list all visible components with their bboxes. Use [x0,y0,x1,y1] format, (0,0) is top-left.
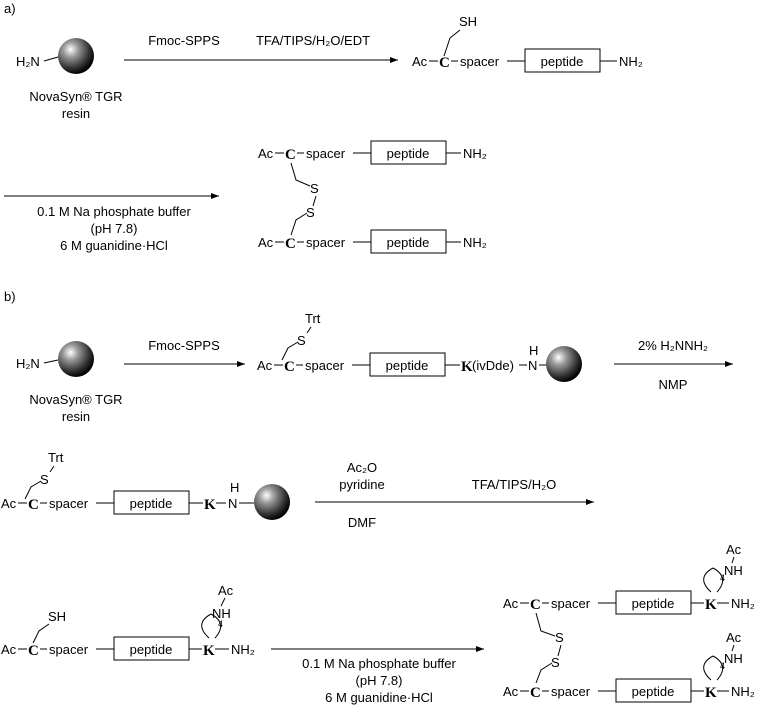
dimer-bottom-peptide: peptide [387,235,430,250]
row4-side-nh: NH [212,606,231,621]
final-bottom-spacer: spacer [551,684,591,699]
b-ph-condition: (pH 7.8) [356,673,403,688]
resin-peptide-acetyl: Ac [257,358,273,373]
row3-carbon: C [28,497,39,513]
final-top-lysine: K [705,597,717,613]
resin-name: NovaSyn® TGR [29,89,122,104]
row4-thiol: SH [48,609,66,624]
final-top-spacer: spacer [551,596,591,611]
final-disulfide-s2: S [551,655,560,670]
final-top-peptide: peptide [632,596,675,611]
final-disulfide-s1: S [555,630,564,645]
final-top-side-nh: NH [724,563,743,578]
resin-word: resin [62,106,90,121]
peptide-box-label: peptide [541,54,584,69]
section-a-label: a) [4,1,16,16]
resin-b2-bead [546,346,582,382]
step-spps: Fmoc-SPPS [148,33,220,48]
row4-carbon: C [28,643,39,659]
section-b: b) H₂N NovaSyn® TGR resin Fmoc-SPPS Trt … [1,289,755,705]
resin-amine: H₂N [16,54,40,69]
lysine-ivdde: K [461,359,473,375]
final-top-carbon: C [530,597,541,613]
amide-terminus: NH₂ [619,54,643,69]
dimer-bottom-amide: NH₂ [463,235,487,250]
row3-acetyl: Ac [1,496,17,511]
pyridine-reagent: pyridine [339,477,385,492]
dimer-bottom-carbon: C [285,236,296,252]
row4-peptide: peptide [130,642,173,657]
b-guanidine-condition: 6 M guanidine·HCl [325,690,433,705]
row4-side-acetyl: Ac [218,583,234,598]
guanidine-condition: 6 M guanidine·HCl [60,238,168,253]
disulfide-s2: S [306,205,315,220]
spacer-label: spacer [460,54,500,69]
final-bottom-side-acetyl: Ac [726,630,742,645]
row3-spacer: spacer [49,496,89,511]
row4-chain-length: 4 [218,619,223,629]
resin-nh-h: H [529,343,538,358]
nmp-solvent: NMP [659,377,688,392]
row3-peptide: peptide [130,496,173,511]
resin-bead [58,38,94,74]
dimer-bottom-acetyl: Ac [258,235,274,250]
resin-b3-bead [254,484,290,520]
ivdde-label: (ivDde) [472,358,514,373]
dimer-top-amide: NH₂ [463,146,487,161]
row4-amide: NH₂ [231,642,255,657]
section-a: a) H₂N NovaSyn® TGR resin Fmoc-SPPS TFA/… [4,1,643,254]
final-bottom-peptide: peptide [632,684,675,699]
row4-spacer: spacer [49,642,89,657]
trityl-label: Trt [305,311,321,326]
row3-nh-h: H [230,480,239,495]
buffer-condition: 0.1 M Na phosphate buffer [37,204,191,219]
final-top-chain-length: 4 [720,573,725,583]
cleavage-reagent: TFA/TIPS/H₂O [472,477,557,492]
step-b-spps: Fmoc-SPPS [148,338,220,353]
resin-b-bead [58,341,94,377]
dimer-top-peptide: peptide [387,146,430,161]
final-top-acetyl: Ac [503,596,519,611]
dimer-top-spacer: spacer [306,146,346,161]
resin-peptide-spacer: spacer [305,358,345,373]
row3-nh-n: N [228,496,237,511]
thiol-label: SH [459,14,477,29]
dimer-bottom-spacer: spacer [306,235,346,250]
hydrazine-reagent: 2% H₂NNH₂ [638,338,708,353]
ph-condition: (pH 7.8) [91,221,138,236]
acetic-anhydride: Ac₂O [347,460,377,475]
final-top-side-acetyl: Ac [726,542,742,557]
alpha-carbon: C [439,55,450,71]
final-bottom-amide: NH₂ [731,684,755,699]
resin-b-word: resin [62,409,90,424]
final-bottom-chain-length: 4 [720,661,725,671]
final-bottom-side-nh: NH [724,651,743,666]
resin-peptide-carbon: C [284,359,295,375]
protected-sulfur-2: S [40,472,49,487]
section-b-label: b) [4,289,16,304]
resin-b-name: NovaSyn® TGR [29,392,122,407]
final-bottom-carbon: C [530,685,541,701]
resin-nh-n: N [528,358,537,373]
protected-sulfur: S [297,333,306,348]
row4-acetyl: Ac [1,642,17,657]
dimer-top-acetyl: Ac [258,146,274,161]
row4-lysine: K [203,643,215,659]
final-top-amide: NH₂ [731,596,755,611]
disulfide-s1: S [310,181,319,196]
step-cleavage: TFA/TIPS/H₂O/EDT [256,33,370,48]
resin-peptide-box: peptide [386,358,429,373]
b-buffer-condition: 0.1 M Na phosphate buffer [302,656,456,671]
final-bottom-lysine: K [705,685,717,701]
dimer-top-carbon: C [285,147,296,163]
trityl-label-2: Trt [48,450,64,465]
dmf-solvent: DMF [348,515,376,530]
acetyl-label: Ac [412,54,428,69]
final-bottom-acetyl: Ac [503,684,519,699]
resin-b-amine: H₂N [16,356,40,371]
row3-lysine: K [204,497,216,513]
